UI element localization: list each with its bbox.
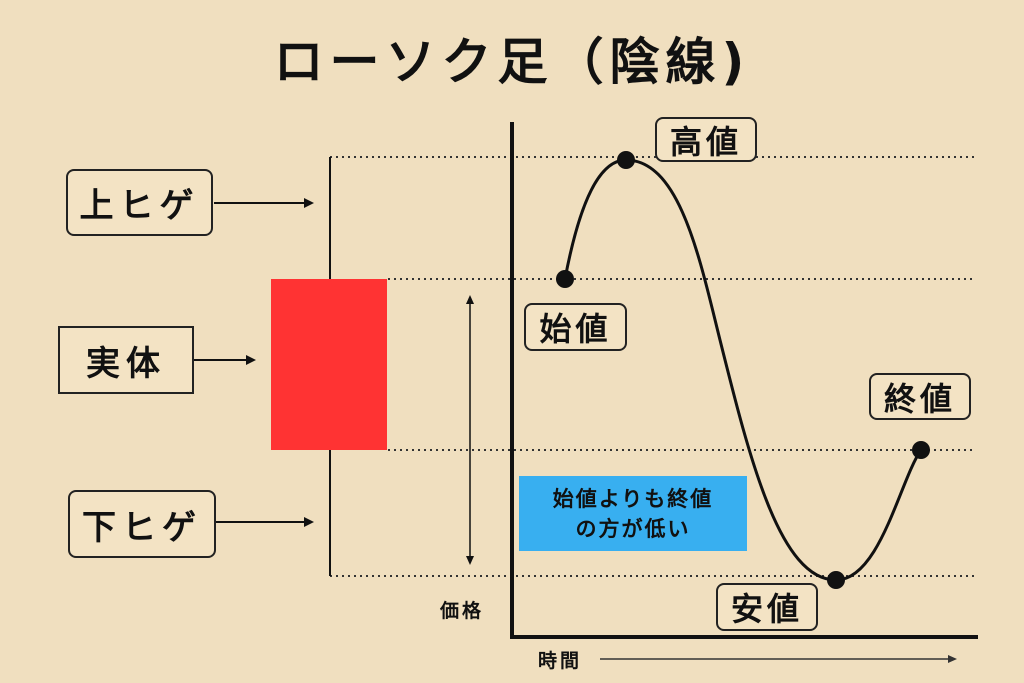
high-point <box>617 151 635 169</box>
high-label: 高値 <box>655 117 757 162</box>
upper-wick-arrow <box>214 198 314 208</box>
close-label: 終値 <box>869 373 971 420</box>
note-box: 始値よりも終値 の方が低い <box>519 476 747 551</box>
y-axis-label: 価格 <box>440 600 485 622</box>
candle-body <box>271 279 387 450</box>
lower-wick-label: 下ヒゲ <box>68 490 216 558</box>
low-label: 安値 <box>716 583 818 631</box>
upper-wick-label: 上ヒゲ <box>66 169 213 236</box>
lower-wick-arrow <box>216 517 314 527</box>
open-point <box>556 270 574 288</box>
price-path-curve <box>563 158 923 582</box>
price-range-arrow <box>466 295 474 565</box>
x-axis-label: 時間 <box>538 650 583 672</box>
note-line-2: の方が低い <box>575 516 691 541</box>
body-label: 実体 <box>58 326 194 394</box>
open-label: 始値 <box>524 303 627 351</box>
page-title: ローソク足（陰線) <box>273 33 751 91</box>
note-line-1: 始値よりも終値 <box>552 486 714 511</box>
body-arrow <box>194 355 256 365</box>
time-arrow <box>600 655 957 663</box>
low-point <box>827 571 845 589</box>
close-point <box>912 441 930 459</box>
